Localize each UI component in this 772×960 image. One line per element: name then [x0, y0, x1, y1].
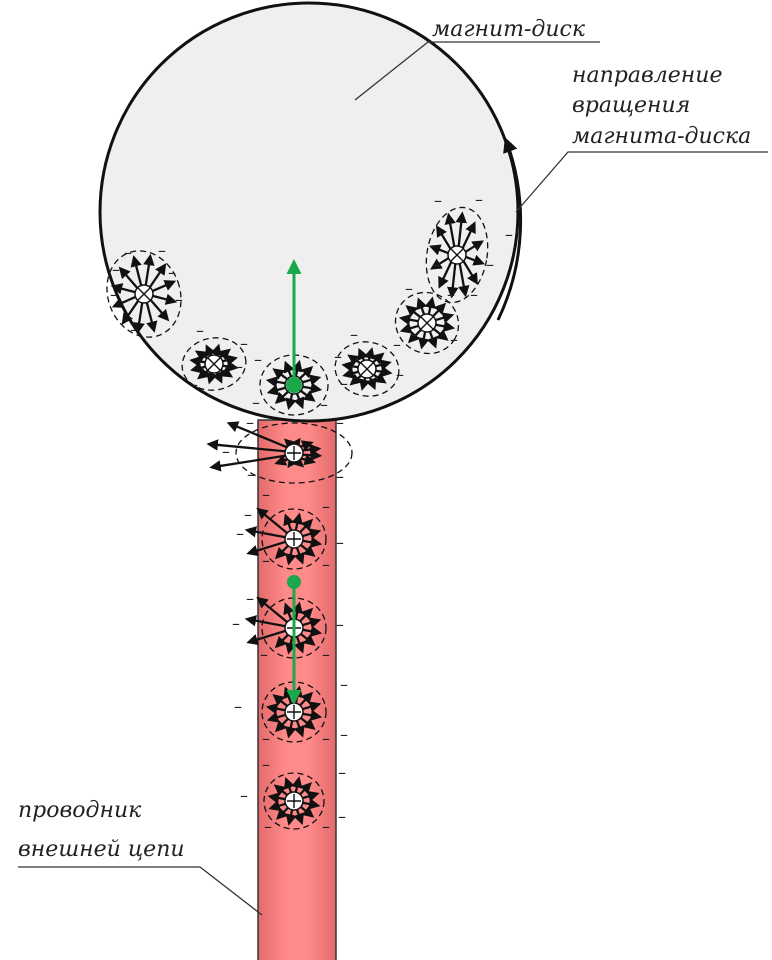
minus-sign: –	[246, 589, 254, 608]
minus-sign: –	[450, 330, 458, 349]
minus-sign: –	[235, 357, 243, 376]
green-dot-conductor	[287, 575, 301, 589]
minus-sign: –	[252, 393, 260, 412]
minus-sign: –	[322, 645, 330, 664]
minus-sign: –	[158, 241, 166, 260]
minus-sign: –	[190, 375, 198, 394]
minus-sign: –	[130, 320, 138, 339]
minus-sign: –	[112, 260, 120, 279]
minus-sign: –	[475, 190, 483, 209]
minus-sign: –	[232, 614, 240, 633]
rotation-label-leader	[516, 152, 768, 212]
rotation-label-line3: магнита-диска	[572, 124, 751, 149]
minus-sign: –	[447, 285, 455, 304]
minus-sign: –	[338, 807, 346, 826]
minus-sign: –	[262, 755, 270, 774]
minus-sign: –	[175, 290, 183, 309]
minus-sign: –	[260, 645, 268, 664]
magnet-disk	[100, 3, 518, 421]
minus-sign: –	[405, 279, 413, 298]
conductor-label-line2: внешней цепи	[18, 837, 185, 862]
minus-sign: –	[336, 413, 344, 432]
minus-sign: –	[338, 763, 346, 782]
minus-sign: –	[336, 467, 344, 486]
minus-sign: –	[236, 524, 244, 543]
minus-sign: –	[322, 555, 330, 574]
minus-sign: –	[262, 551, 270, 570]
minus-sign: –	[432, 255, 440, 274]
conductor-label-line1: проводник	[18, 798, 142, 823]
minus-sign: –	[110, 285, 118, 304]
minus-sign: –	[168, 263, 176, 282]
minus-sign: –	[322, 729, 330, 748]
minus-sign: –	[393, 335, 401, 354]
minus-sign: –	[486, 255, 494, 274]
minus-sign: –	[222, 442, 230, 461]
minus-sign: –	[336, 615, 344, 634]
minus-sign: –	[505, 225, 513, 244]
minus-sign: –	[240, 334, 248, 353]
minus-sign: –	[244, 505, 252, 524]
minus-sign: –	[350, 325, 358, 344]
minus-sign: –	[340, 725, 348, 744]
minus-sign: –	[196, 321, 204, 340]
minus-sign: –	[340, 374, 348, 393]
minus-sign: –	[254, 350, 262, 369]
minus-sign: –	[410, 325, 418, 344]
minus-sign: –	[320, 395, 328, 414]
minus-sign: –	[264, 817, 272, 836]
minus-sign: –	[262, 485, 270, 504]
disk-label: магнит-диск	[432, 17, 586, 42]
minus-sign: –	[124, 243, 132, 262]
minus-sign: –	[234, 697, 242, 716]
minus-sign: –	[246, 413, 254, 432]
minus-sign: –	[240, 786, 248, 805]
rotation-label-line2: вращения	[572, 93, 690, 118]
minus-sign: –	[334, 347, 342, 366]
conductor-label-leader	[18, 867, 262, 915]
minus-sign: –	[322, 497, 330, 516]
green-dot-disk	[286, 377, 302, 393]
minus-sign: –	[396, 365, 404, 384]
minus-sign: –	[336, 533, 344, 552]
rotation-label-line1: направление	[572, 63, 723, 88]
minus-sign: –	[322, 817, 330, 836]
minus-sign: –	[470, 285, 478, 304]
minus-sign: –	[434, 191, 442, 210]
minus-sign: –	[262, 729, 270, 748]
minus-sign: –	[247, 465, 255, 484]
field-arrow	[302, 455, 320, 456]
minus-sign: –	[340, 675, 348, 694]
